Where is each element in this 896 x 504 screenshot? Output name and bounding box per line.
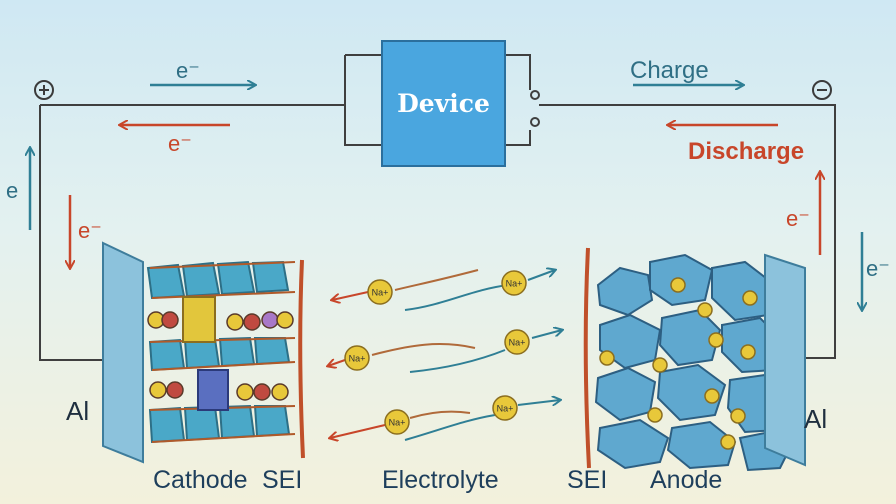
cathode-sei-label: SEI (262, 466, 303, 494)
left-collector-label: Al (66, 396, 90, 426)
negative-terminal-icon (812, 80, 832, 100)
right-down-electron-label: e⁻ (866, 256, 890, 281)
na-ion: Na+ (492, 395, 518, 421)
left-down-electron-label: e⁻ (78, 218, 102, 243)
svg-text:Na+: Na+ (372, 288, 389, 298)
top-discharge-electron-label: e⁻ (168, 131, 192, 156)
svg-text:Na+: Na+ (509, 338, 526, 348)
ion-migration-arrows (328, 270, 562, 440)
discharge-label: Discharge (688, 138, 805, 165)
svg-text:Na+: Na+ (389, 418, 406, 428)
na-ion: Na+ (344, 345, 370, 371)
anode (594, 253, 790, 472)
left-up-electron-label: e (6, 178, 19, 203)
na-ion: Na+ (504, 329, 530, 355)
left-current-collector (102, 241, 144, 464)
right-collector-label: Al (804, 404, 828, 434)
anode-sei-layer (583, 247, 591, 469)
right-up-electron-label: e⁻ (786, 206, 810, 231)
svg-text:Na+: Na+ (506, 279, 523, 289)
sodium-ions: Na+ Na+ Na+ Na+ Na+ Na+ (344, 270, 530, 435)
electrolyte-label: Electrolyte (382, 466, 499, 494)
svg-text:Na+: Na+ (349, 354, 366, 364)
na-ion: Na+ (384, 409, 410, 435)
device-box: Device (381, 40, 506, 167)
cathode-sei-layer (298, 259, 305, 459)
positive-terminal-icon (34, 80, 54, 100)
cathode (146, 260, 296, 444)
na-ion: Na+ (501, 270, 527, 296)
device-label: Device (397, 89, 490, 118)
top-charge-electron-label: e⁻ (176, 58, 200, 83)
right-current-collector (764, 253, 806, 467)
anode-label: Anode (650, 466, 723, 494)
charge-label: Charge (630, 57, 709, 84)
na-ion: Na+ (367, 279, 393, 305)
cathode-label: Cathode (153, 466, 248, 494)
svg-text:Na+: Na+ (497, 404, 514, 414)
circuit-wire (39, 54, 836, 361)
anode-sei-label: SEI (567, 466, 608, 494)
